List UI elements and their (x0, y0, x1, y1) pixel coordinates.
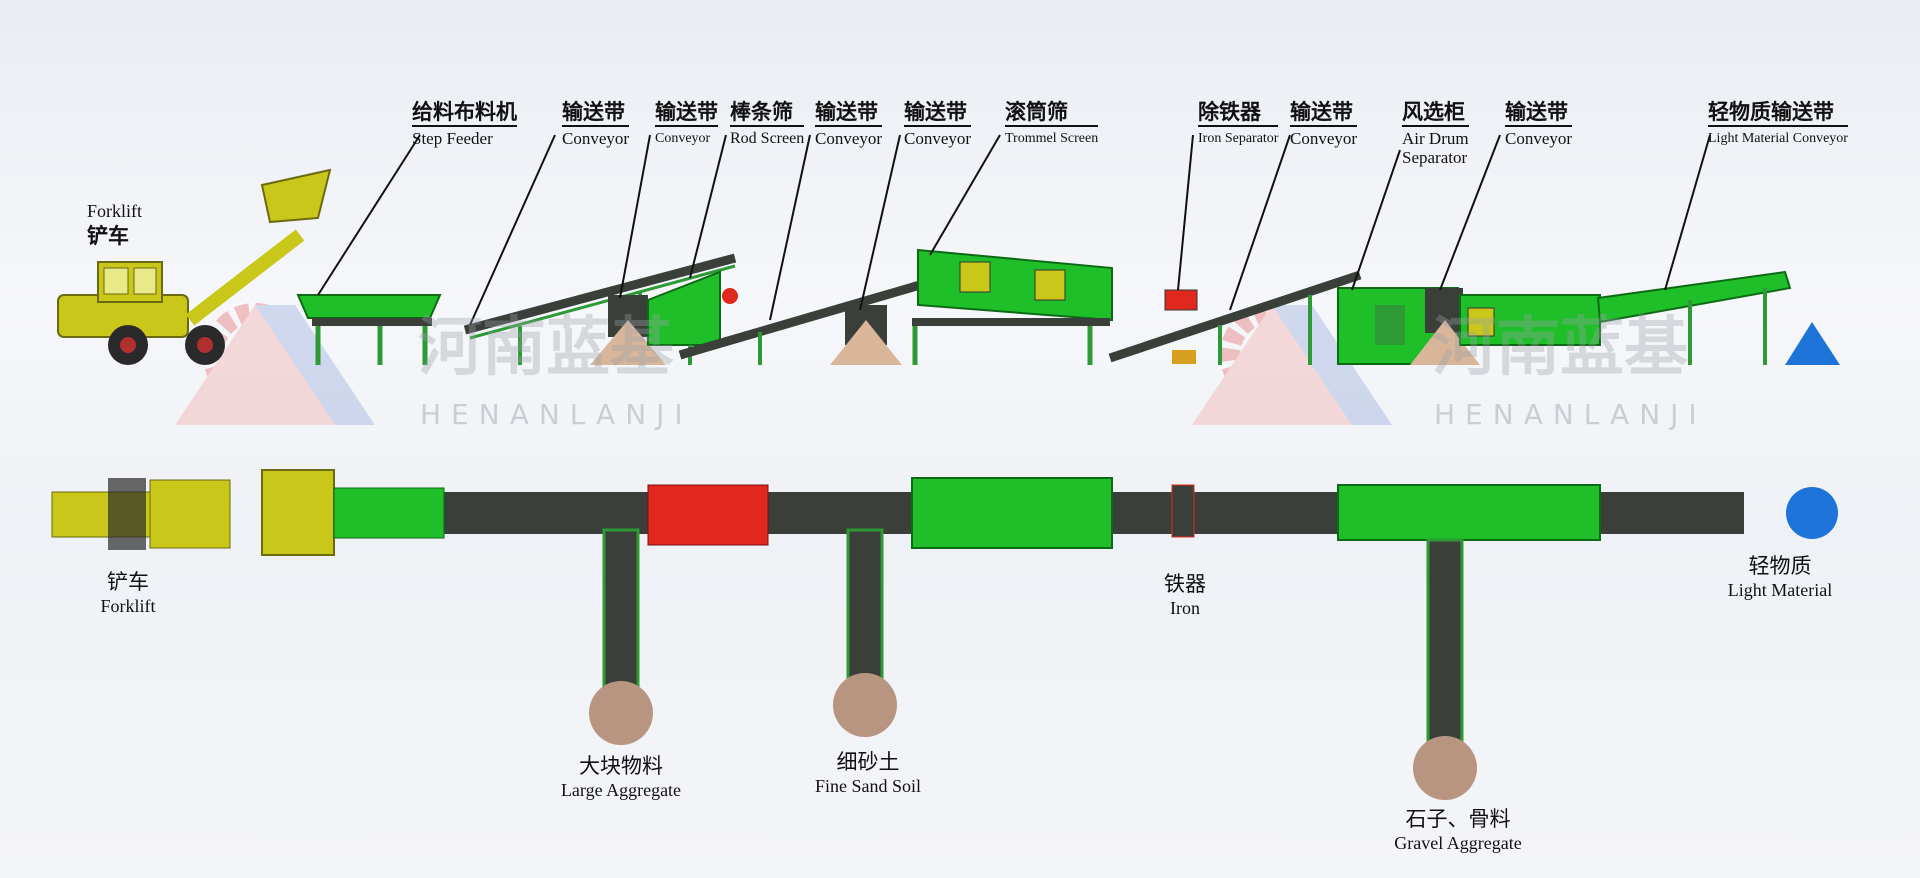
forklift-side-view (57, 168, 332, 365)
branch-conveyor-gravel (1426, 538, 1464, 752)
watermark-en-right: HENANLANJI (1434, 398, 1707, 431)
label-gravel-aggregate: 石子、骨料 Gravel Aggregate (1394, 807, 1522, 853)
pile-gravel (1413, 736, 1477, 800)
step-feeder-machine (296, 294, 442, 365)
feeder-top-view (333, 487, 445, 539)
label-forklift-side: Forklift 铲车 (87, 201, 143, 248)
conveyor-4 (830, 305, 902, 365)
label-step-feeder: 给料布料机 Step Feeder (412, 100, 517, 148)
branch-conveyor-fine-sand (846, 528, 884, 697)
conveyor-5 (1108, 270, 1362, 365)
rod-screen-top-view (647, 484, 769, 546)
conveyor-2 (590, 295, 666, 365)
branch-conveyor-large-aggregate (602, 528, 640, 697)
label-conveyor-5: 输送带 Conveyor (1290, 100, 1358, 148)
label-fine-sand-soil: 细砂土 Fine Sand Soil (814, 750, 922, 796)
label-rod-screen: 棒条筛 Rod Screen (730, 100, 805, 147)
light-material-pile-side (1785, 322, 1840, 365)
watermark-cn-left: 河南蓝基 (418, 311, 674, 385)
label-conveyor-4: 输送带 Conveyor (904, 100, 972, 148)
label-forklift: 铲车 Forklift (100, 570, 156, 616)
watermark-logo-right (1192, 303, 1392, 425)
air-drum-top-view (1337, 484, 1601, 541)
label-air-drum-separator: 风选柜 Air Drum Separator (1402, 100, 1469, 167)
leader-lines (317, 134, 1711, 326)
watermark-en-left: HENANLANJI (420, 398, 693, 431)
label-conveyor-1: 输送带 Conveyor (562, 100, 630, 148)
label-trommel-screen: 滚筒筛 Trommel Screen (1005, 100, 1099, 146)
label-light-material-conveyor: 轻物质输送带 Light Material Conveyor (1708, 100, 1848, 146)
label-conveyor-3: 输送带 Conveyor (815, 100, 883, 148)
light-material-conveyor (1596, 270, 1792, 365)
conveyor-3 (678, 280, 922, 365)
forklift-top-view (51, 469, 335, 556)
trommel-top-view (911, 477, 1113, 549)
pile-large-aggregate (589, 681, 653, 745)
label-large-aggregate: 大块物料 Large Aggregate (560, 754, 682, 800)
trommel-screen-machine (912, 248, 1113, 365)
pile-light-material (1786, 487, 1838, 539)
air-separator-extension (1459, 294, 1601, 346)
label-iron: 铁器 Iron (1164, 572, 1206, 618)
pile-fine-sand (833, 673, 897, 737)
label-conveyor-6: 输送带 Conveyor (1505, 100, 1573, 148)
label-light-material: 轻物质 Light Material (1727, 554, 1833, 600)
label-iron-separator: 除铁器 Iron Separator (1198, 100, 1279, 146)
iron-separator-top-view (1171, 484, 1195, 538)
conveyor-6 (1410, 288, 1480, 365)
watermark-cn-right: 河南蓝基 (1432, 311, 1688, 385)
iron-separator-machine (1164, 289, 1198, 364)
label-conveyor-2: 输送带 Conveyor (655, 100, 718, 146)
